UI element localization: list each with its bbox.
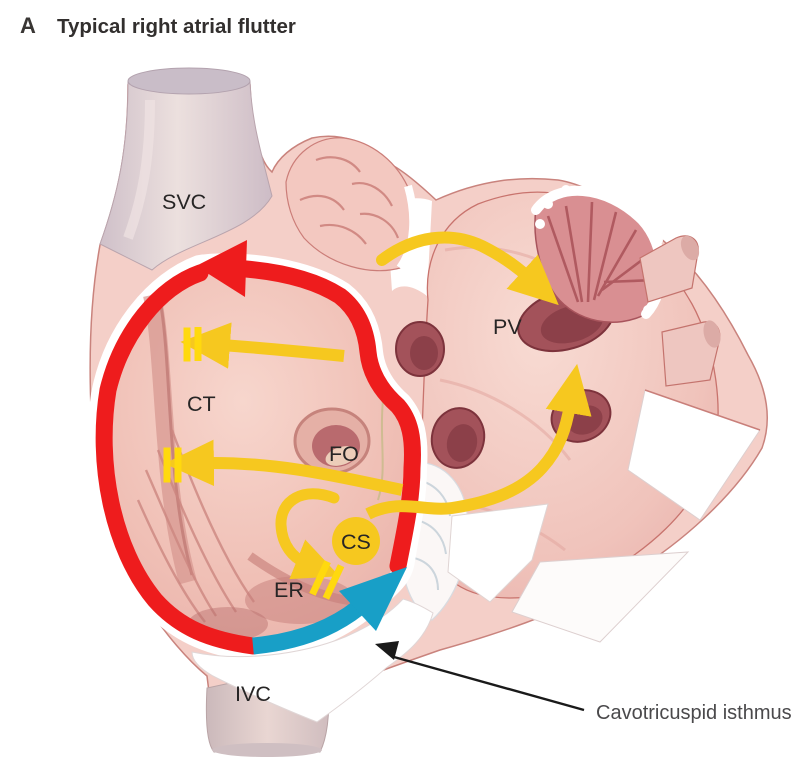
label-ivc: IVC [235, 682, 271, 706]
cti-arrowhead-blue [339, 567, 407, 631]
fossa-ovalis [293, 407, 371, 475]
label-svc: SVC [162, 190, 206, 214]
wavefront-arrow-pv [376, 231, 559, 306]
flutter-circuit-overlay [95, 231, 592, 655]
leader-arrowhead [375, 641, 399, 660]
label-fo: FO [329, 442, 359, 466]
leader-line [393, 655, 585, 712]
label-ct: CT [187, 392, 216, 416]
right-pv-stubs [639, 235, 721, 387]
block-bars-lower [163, 447, 182, 483]
wavefront-arrow-la [365, 363, 592, 520]
circuit-arrow-red-lateral [95, 264, 262, 655]
eustachian-flap [191, 598, 434, 723]
cs-node [332, 517, 380, 565]
block-bars-er [309, 560, 345, 600]
block-bars-upper [183, 327, 202, 362]
cs-loop-arrow [275, 488, 340, 580]
blocked-arrow-upper [180, 322, 345, 369]
label-pv: PV [493, 315, 522, 339]
label-cs: CS [341, 530, 371, 554]
svc-vessel [99, 67, 273, 271]
right-atrial-appendage [285, 137, 418, 272]
cavotricuspid-leader [375, 641, 585, 712]
circuit-arrowhead-red [196, 240, 247, 297]
blocked-arrow-lower [164, 439, 404, 496]
figure-title: Typical right atrial flutter [57, 15, 296, 38]
annotation-cavotricuspid: Cavotricuspid isthmus [596, 702, 792, 724]
label-er: ER [274, 578, 304, 602]
circuit-arrow-red-septal [237, 260, 421, 575]
panel-label: A [20, 13, 36, 38]
cti-arrow-blue [252, 601, 364, 655]
